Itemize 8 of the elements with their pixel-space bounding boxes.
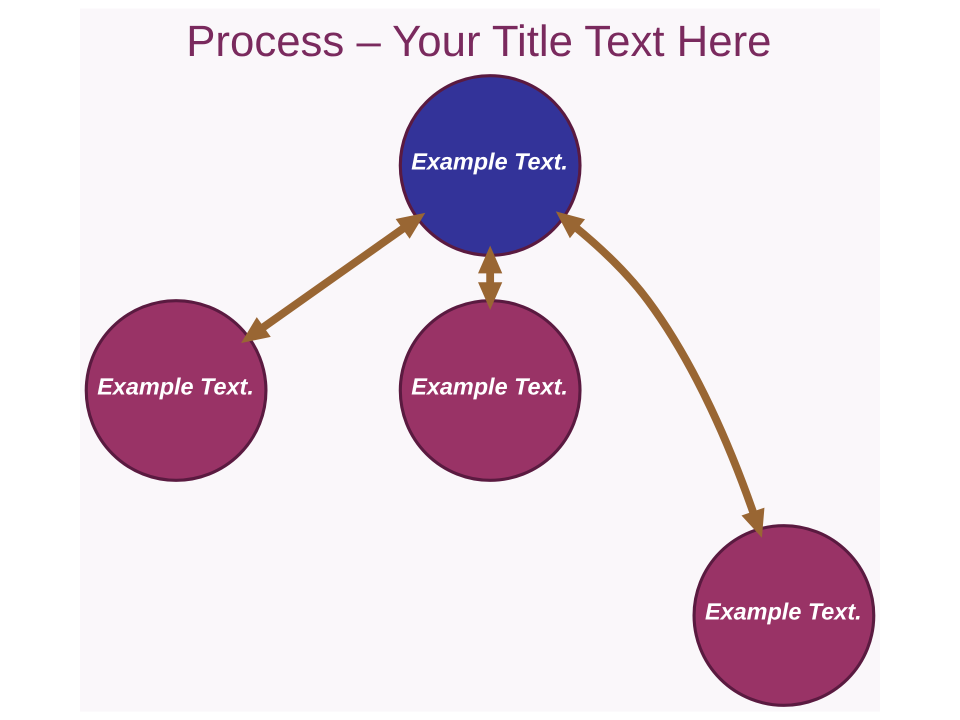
arrow — [478, 246, 502, 310]
arrow — [556, 211, 764, 538]
node-circle: Example Text. — [84, 299, 268, 482]
diagram-title: Process – Your Title Text Here — [186, 16, 772, 66]
node-circle: Example Text. — [398, 299, 582, 482]
arrow — [241, 212, 426, 343]
node-circle: Example Text. — [398, 74, 582, 257]
node-circle: Example Text. — [692, 524, 876, 707]
